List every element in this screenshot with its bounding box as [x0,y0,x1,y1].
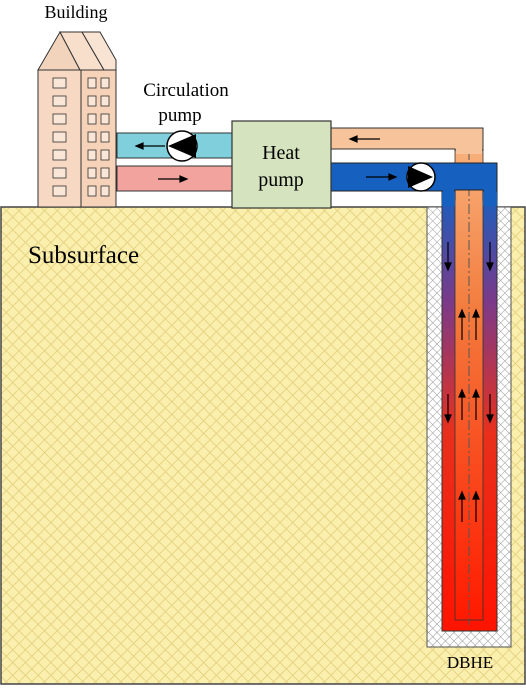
building-window [52,77,67,89]
arrow-annulus-down [444,242,494,424]
arrow-cold-right [366,173,398,181]
circulation-pump-label-line2: pump [158,105,201,126]
building-window [100,149,110,161]
arrow-warm-left [348,135,380,143]
building-window [52,167,67,179]
dbhe-label: DBHE [447,653,493,672]
arrow-supply-left [134,142,165,150]
building-window [100,185,110,197]
heat-pump-label-line1: Heat [262,142,300,164]
building-window [52,113,67,125]
subsurface-label: Subsurface [28,242,139,269]
building-window [87,131,97,143]
building-window [87,113,97,125]
building-window [100,167,110,179]
building-window [87,167,97,179]
circulation-pump [166,130,198,162]
building-window [100,95,110,107]
heat-pump [231,120,332,209]
building-window [52,131,67,143]
building-window [100,77,110,89]
building-window [52,149,67,161]
building-label: Building [44,2,107,22]
building-window [52,185,67,197]
building [37,30,117,208]
building-window [52,95,67,107]
building-window [87,149,97,161]
building-window [100,113,110,125]
building-window [87,77,97,89]
heat-pump-label-line2: pump [258,169,304,191]
building-window [87,185,97,197]
circulation-pump-label-line1: Circulation [143,80,229,101]
building-window [87,95,97,107]
building-window [100,131,110,143]
arrow-inner-up [458,308,480,522]
borehole-pump [406,162,436,192]
flow-arrows [134,135,494,522]
arrow-return-right [158,175,189,183]
